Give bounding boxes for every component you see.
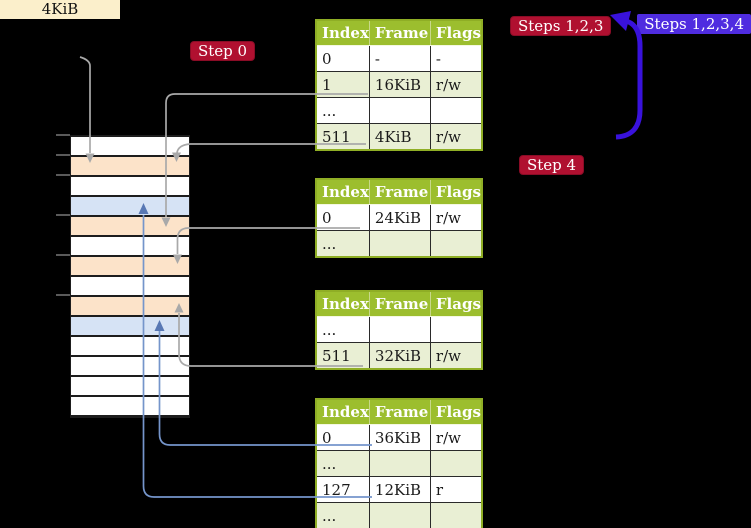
address-tick: [56, 254, 70, 256]
table-cell: [430, 97, 483, 124]
column-header-frame: Frame: [369, 179, 431, 205]
table-cell: 4KiB: [369, 123, 431, 150]
address-tick: [56, 154, 70, 156]
memory-frame-blue: [71, 197, 189, 217]
memory-frame-peach: [71, 257, 189, 277]
step-4-badge: Step 4: [519, 155, 585, 175]
column-header-flags: Flags: [430, 179, 483, 205]
column-header-index: Index: [316, 291, 370, 317]
steps-123-badge: Steps 1,2,3: [510, 16, 612, 36]
table-cell: ...: [316, 316, 370, 343]
column-header-flags: Flags: [430, 20, 483, 46]
address-tick: [56, 134, 70, 136]
table-cell: ...: [316, 502, 370, 528]
table-cell: [430, 316, 483, 343]
column-header-frame: Frame: [369, 291, 431, 317]
table-cell: r/w: [430, 342, 483, 369]
table-cell: [430, 450, 483, 477]
memory-frame-white: [71, 237, 189, 257]
memory-frame-peach: [71, 157, 189, 177]
steps-1234-badge: Steps 1,2,3,4: [637, 14, 751, 34]
table-cell: [369, 316, 431, 343]
memory-frame-white: [71, 177, 189, 197]
table-cell: 36KiB: [369, 424, 431, 451]
column-header-flags: Flags: [430, 399, 483, 425]
table-cell: 16KiB: [369, 71, 431, 98]
table-cell: 0: [316, 204, 370, 231]
table-cell: r/w: [430, 71, 483, 98]
memory-frame-peach: [71, 297, 189, 317]
memory-frame-blue: [71, 317, 189, 337]
table-cell: [430, 502, 483, 528]
step-0-badge: Step 0: [190, 41, 256, 61]
table-cell: 511: [316, 342, 370, 369]
table-cell: ...: [316, 230, 370, 257]
physical-memory-strip: [70, 135, 190, 418]
table-cell: [369, 502, 431, 528]
table-cell: ...: [316, 97, 370, 124]
column-header-frame: Frame: [369, 20, 431, 46]
table-cell: r: [430, 476, 483, 503]
frame-4kib-label: 4KiB: [0, 0, 120, 19]
column-header-flags: Flags: [430, 291, 483, 317]
address-tick: [56, 294, 70, 296]
table-row: ...: [316, 97, 483, 124]
memory-frame-white: [71, 377, 189, 397]
table-cell: [430, 230, 483, 257]
loop-back-arrowhead-icon: [610, 11, 631, 31]
column-header-index: Index: [316, 179, 370, 205]
table-row: ...: [316, 316, 483, 343]
column-header-frame: Frame: [369, 399, 431, 425]
table-cell: r/w: [430, 204, 483, 231]
address-tick: [56, 214, 70, 216]
table-row: ...: [316, 502, 483, 528]
table-cell: r/w: [430, 123, 483, 150]
column-header-index: Index: [316, 20, 370, 46]
memory-frame-white: [71, 137, 189, 157]
table-cell: [369, 230, 431, 257]
table-cell: -: [369, 45, 431, 72]
table-cell: 127: [316, 476, 370, 503]
table-cell: -: [430, 45, 483, 72]
table-cell: 24KiB: [369, 204, 431, 231]
table-row: ...: [316, 230, 483, 257]
table-cell: [369, 450, 431, 477]
table-cell: 1: [316, 71, 370, 98]
column-header-index: Index: [316, 399, 370, 425]
table-cell: 511: [316, 123, 370, 150]
table-row: 0--: [316, 45, 483, 72]
table-cell: 0: [316, 45, 370, 72]
memory-frame-white: [71, 277, 189, 297]
loop-back-arrow: [615, 18, 643, 140]
table-cell: ...: [316, 450, 370, 477]
table-cell: 0: [316, 424, 370, 451]
memory-frame-white: [71, 337, 189, 357]
memory-frame-peach: [71, 217, 189, 237]
table-cell: 12KiB: [369, 476, 431, 503]
table-cell: r/w: [430, 424, 483, 451]
memory-frame-white: [71, 397, 189, 417]
address-tick: [56, 174, 70, 176]
table-cell: [369, 97, 431, 124]
table-row: ...: [316, 450, 483, 477]
table-cell: 32KiB: [369, 342, 431, 369]
memory-frame-white: [71, 357, 189, 377]
